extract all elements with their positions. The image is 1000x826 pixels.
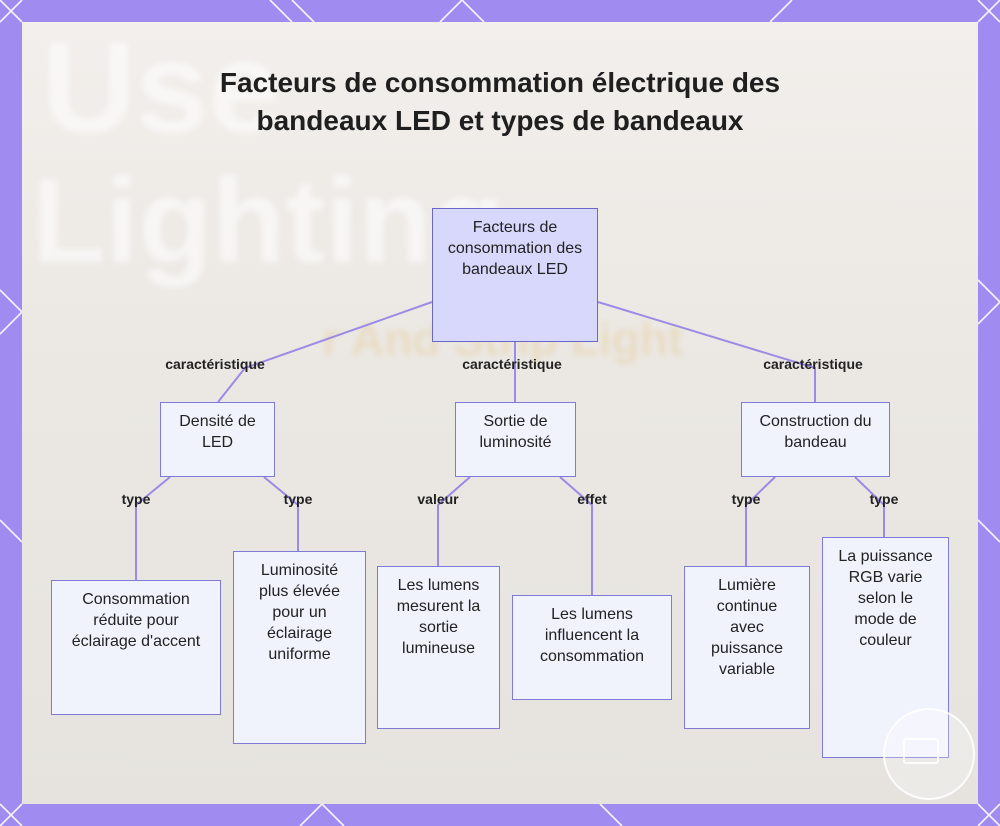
edge-label-construction-continue: type — [732, 491, 761, 507]
edge-label-construction-rgb: type — [870, 491, 899, 507]
edge-densite-luminosite — [264, 477, 298, 551]
edge-label-sortie-mesurent: valeur — [417, 491, 458, 507]
node-lumiere-continue: Lumière continue avec puissance variable — [684, 566, 810, 729]
node-consommation-reduite-label: Consommation réduite pour éclairage d'ac… — [62, 589, 210, 714]
node-sortie-luminosite-label: Sortie de luminosité — [468, 411, 563, 476]
node-luminosite-plus-label: Luminosité plus élevée pour un éclairage… — [246, 560, 353, 743]
node-lumens-mesurent-label: Les lumens mesurent la sortie lumineuse — [392, 575, 485, 728]
watermark-logo-icon — [903, 738, 939, 764]
edge-label-densite-consommation: type — [122, 491, 151, 507]
edge-label-sortie-influencent: effet — [577, 491, 607, 507]
node-lumens-influencent-label: Les lumens influencent la consommation — [523, 604, 661, 699]
node-lumens-influencent: Les lumens influencent la consommation — [512, 595, 672, 700]
node-construction-bandeau-label: Construction du bandeau — [756, 411, 875, 476]
node-lumiere-continue-label: Lumière continue avec puissance variable — [699, 575, 795, 728]
node-sortie-luminosite: Sortie de luminosité — [455, 402, 576, 477]
edge-label-root-densite: caractéristique — [165, 356, 265, 372]
node-consommation-reduite: Consommation réduite pour éclairage d'ac… — [51, 580, 221, 715]
edge-label-root-sortie: caractéristique — [462, 356, 562, 372]
node-construction-bandeau: Construction du bandeau — [741, 402, 890, 477]
node-densite-led: Densité de LED — [160, 402, 275, 477]
node-root-label: Facteurs de consommation des bandeaux LE… — [443, 217, 587, 341]
edge-root-densite — [218, 302, 432, 402]
edge-label-densite-luminosite: type — [284, 491, 313, 507]
node-luminosite-plus: Luminosité plus élevée pour un éclairage… — [233, 551, 366, 744]
node-densite-led-label: Densité de LED — [175, 411, 260, 476]
edge-root-construction — [598, 302, 815, 402]
node-root: Facteurs de consommation des bandeaux LE… — [432, 208, 598, 342]
edge-label-root-construction: caractéristique — [763, 356, 863, 372]
edge-construction-rgb — [855, 477, 884, 537]
node-lumens-mesurent: Les lumens mesurent la sortie lumineuse — [377, 566, 500, 729]
